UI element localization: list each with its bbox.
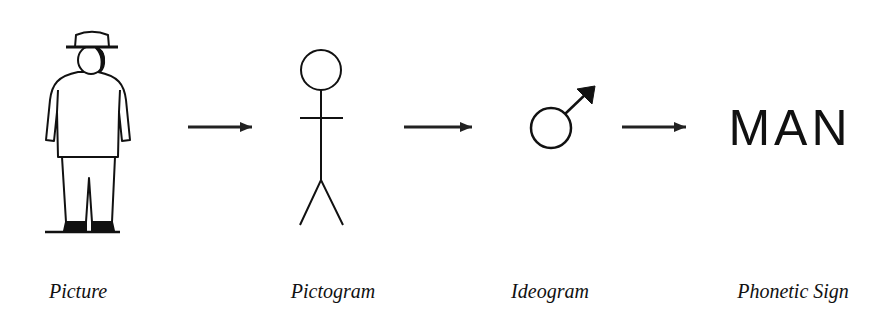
man-picture [45, 32, 130, 232]
stage-caption: Ideogram [511, 279, 589, 303]
hat-brim [66, 46, 118, 49]
stage-group: MAN Phonetic Sign [686, 20, 864, 315]
arm-lines [57, 90, 120, 112]
stage-arrow [622, 126, 686, 129]
shoes [64, 222, 114, 231]
stick-head [301, 50, 341, 90]
trousers [62, 157, 115, 222]
stage-group: Picture [30, 20, 188, 315]
head [78, 46, 104, 74]
stick-figure [300, 50, 343, 225]
stick-arms [300, 117, 343, 119]
ground-line [45, 231, 120, 234]
stage-caption: Pictogram [291, 279, 375, 303]
stick-legs [300, 180, 343, 225]
male-symbol [531, 86, 595, 148]
stage-arrow [188, 126, 252, 129]
stage-arrow [404, 126, 472, 129]
stage-caption: Picture [49, 279, 107, 303]
stick-body [320, 90, 322, 180]
hair [96, 48, 104, 72]
phonetic-word: MAN [728, 103, 851, 153]
coat [46, 72, 130, 157]
male-head [577, 86, 595, 104]
stage-caption: Phonetic Sign [737, 279, 849, 303]
stage-group: Pictogram [252, 20, 404, 315]
stage-group: Ideogram [472, 20, 622, 315]
hat-crown [75, 32, 109, 47]
